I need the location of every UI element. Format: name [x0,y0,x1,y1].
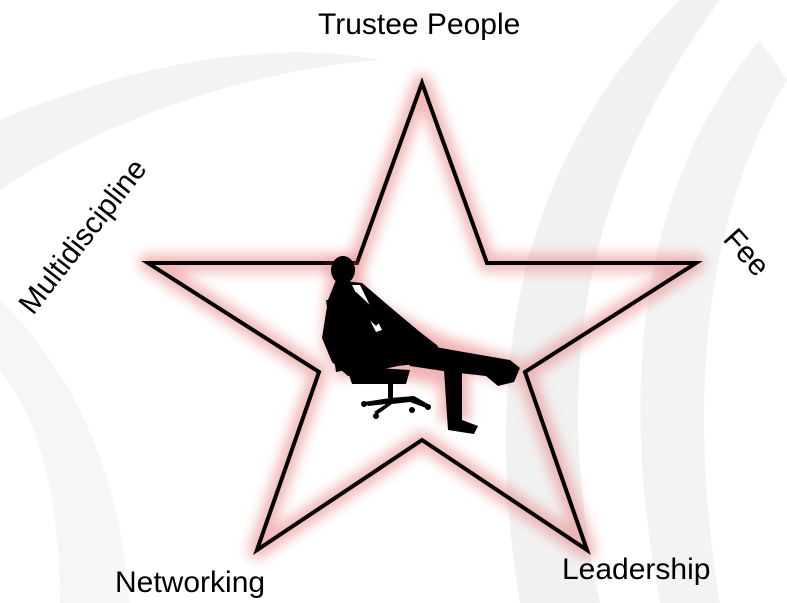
label-networking: Networking [115,566,266,599]
star-outline [141,77,703,555]
label-leadership: Leadership [562,553,711,586]
businessman-reclining-in-chair-silhouette-icon [322,256,520,434]
label-trustee-people: Trustee People [318,8,521,41]
